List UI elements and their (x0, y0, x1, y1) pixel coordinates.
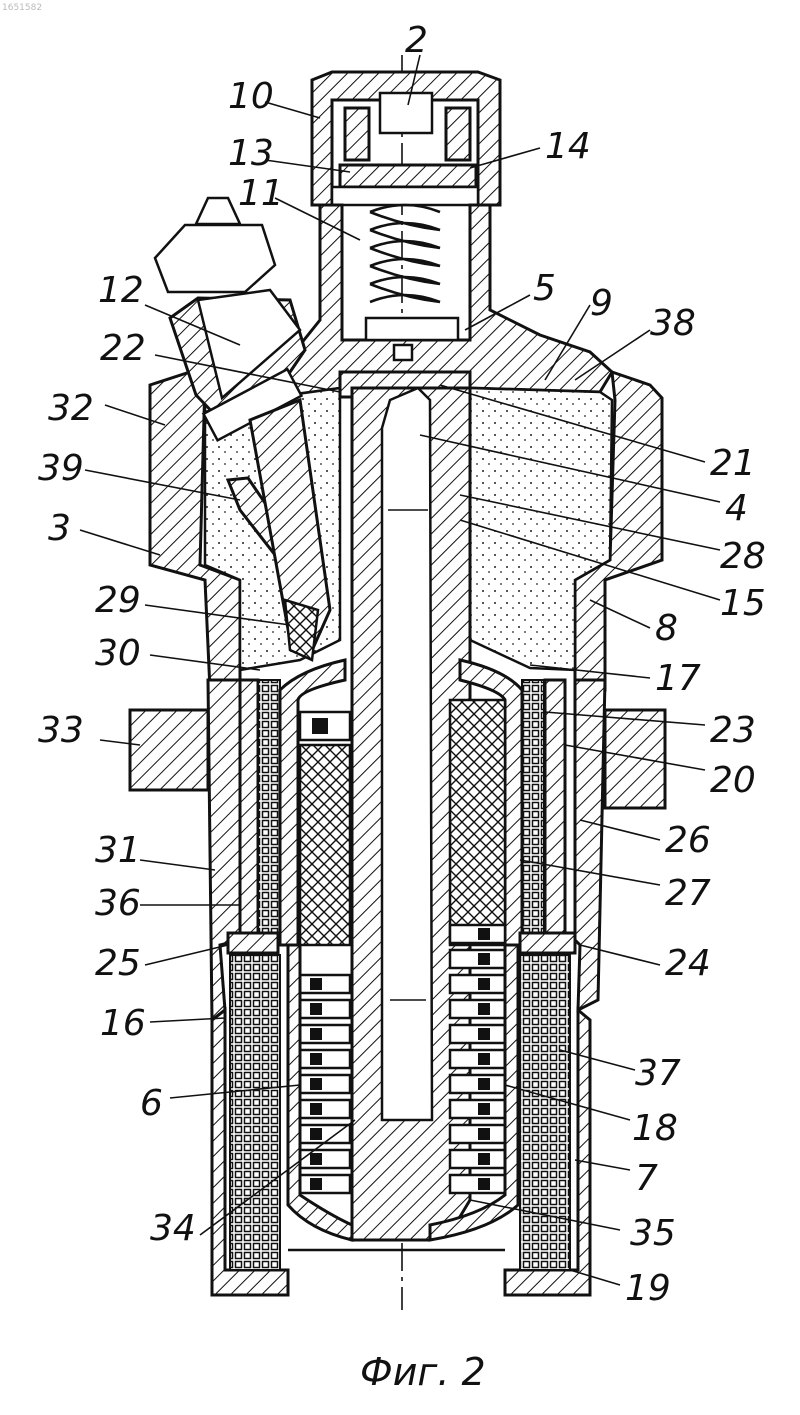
label-6: 6 (140, 1083, 163, 1124)
label-26: 26 (665, 820, 711, 861)
label-25: 25 (95, 943, 141, 984)
label-14: 14 (545, 126, 591, 167)
spring-housing-11 (275, 205, 612, 395)
label-20: 20 (710, 760, 756, 801)
label-22: 22 (100, 328, 146, 369)
label-16: 16 (100, 1003, 146, 1044)
label-11: 11 (238, 173, 284, 214)
label-27: 27 (665, 873, 711, 914)
label-8: 8 (655, 608, 678, 649)
label-24: 24 (665, 943, 711, 984)
label-19: 19 (625, 1268, 671, 1309)
left-grid-sleeve (230, 955, 280, 1270)
label-30: 30 (95, 633, 141, 674)
label-28: 28 (720, 536, 766, 577)
label-31: 31 (95, 830, 141, 871)
label-21: 21 (710, 443, 756, 484)
label-15: 15 (720, 583, 766, 624)
label-37: 37 (635, 1053, 681, 1094)
label-4: 4 (725, 488, 748, 529)
label-3: 3 (48, 508, 71, 549)
right-mesh-bobbin (450, 700, 505, 945)
left-side-block-33 (130, 710, 208, 790)
label-5: 5 (533, 268, 556, 309)
corner-text: 1651582 (2, 3, 42, 13)
label-7: 7 (635, 1158, 658, 1199)
label-17: 17 (655, 658, 701, 699)
ring-24 (520, 933, 575, 953)
label-39: 39 (38, 448, 84, 489)
label-29: 29 (95, 580, 141, 621)
label-36: 36 (95, 883, 141, 924)
top-cap-10 (312, 72, 500, 205)
label-2: 2 (405, 20, 428, 61)
label-34: 34 (150, 1208, 196, 1249)
label-38: 38 (650, 303, 696, 344)
label-9: 9 (590, 283, 613, 324)
label-33: 33 (38, 710, 84, 751)
label-18: 18 (632, 1108, 678, 1149)
right-side-block (605, 710, 665, 808)
ring-25 (228, 933, 278, 953)
label-32: 32 (48, 388, 94, 429)
right-grid-sleeve (520, 955, 570, 1270)
label-10: 10 (228, 76, 274, 117)
label-23: 23 (710, 710, 756, 751)
label-35: 35 (630, 1213, 676, 1254)
label-13: 13 (228, 133, 274, 174)
figure-caption: Фиг. 2 (360, 1350, 486, 1394)
left-mesh-bobbin (300, 745, 350, 945)
label-12: 12 (98, 270, 144, 311)
